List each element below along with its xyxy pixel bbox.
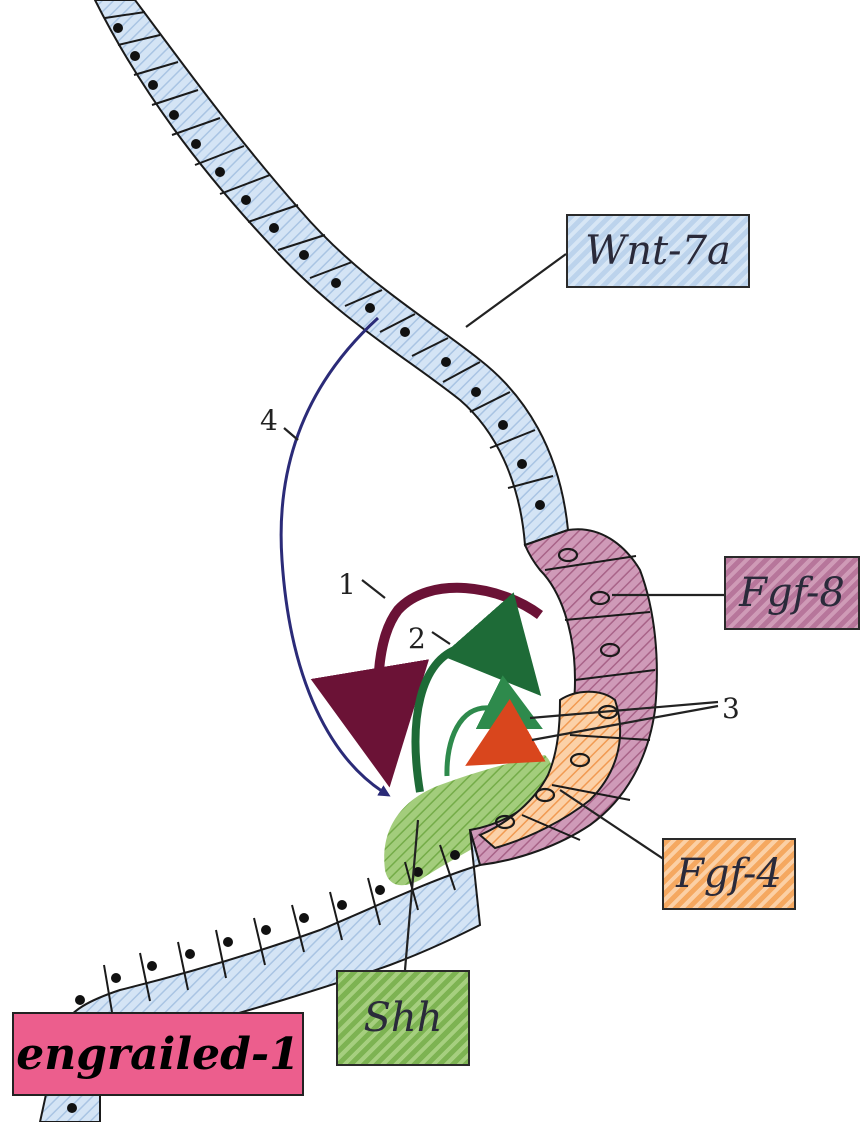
dorsal-ectoderm: [93, 0, 570, 547]
arrow-label-1: 1: [338, 568, 356, 601]
arrow-2-shh-to-fgf: [411, 592, 542, 793]
leader-shh: [403, 819, 420, 971]
engrailed-1-label: engrailed-1: [12, 1012, 304, 1096]
leader-3a: [529, 700, 719, 720]
leader-wnt: [465, 253, 567, 328]
arrow-label-3: 3: [722, 692, 740, 725]
arrow-4-wnt-to-shh: [279, 316, 391, 797]
ventral-cells: [67, 844, 460, 1113]
shh-zone: [384, 755, 554, 886]
shh-label: Shh: [336, 970, 470, 1066]
leader-2: [431, 631, 451, 645]
leader-4: [283, 427, 299, 441]
aer-cells: [494, 547, 656, 841]
arrow-label-4: 4: [260, 404, 278, 437]
wnt-7a-label: Wnt-7a: [566, 214, 750, 288]
arrow-label-2: 2: [408, 622, 426, 655]
fgf-4-label: Fgf-4: [662, 838, 796, 910]
leader-fgf4: [559, 789, 669, 863]
leader-3b: [531, 704, 719, 742]
fgf-8-label: Fgf-8: [724, 556, 860, 630]
arrow-3-orange: [465, 698, 546, 766]
apical-ectodermal-ridge: [468, 528, 658, 867]
leader-1: [361, 579, 386, 599]
dorsal-cells: [104, 11, 554, 510]
